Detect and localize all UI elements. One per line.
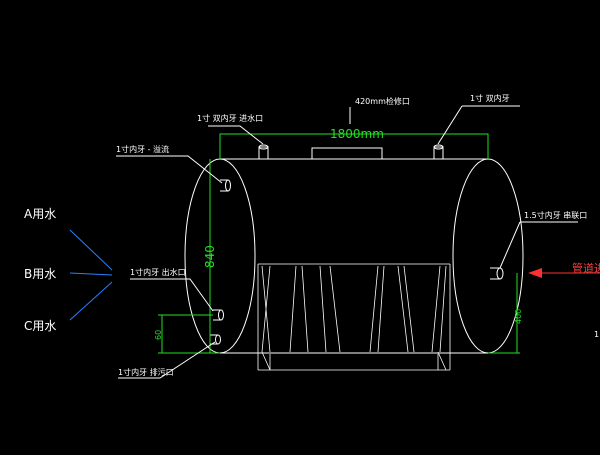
pipe-inlet-arrow <box>528 268 600 278</box>
user-c-label: C用水 <box>24 319 56 333</box>
left-top-nozzle <box>258 144 269 159</box>
user-lines <box>69 229 113 321</box>
user-a-line <box>69 229 113 271</box>
user-c-line <box>69 281 113 321</box>
right-offset-dim-line <box>488 273 520 354</box>
length-dim-line <box>219 133 489 159</box>
overflow-label: 1寸内牙 - 溢流 <box>116 144 169 154</box>
right-top-nozzle <box>433 144 444 159</box>
user-b-line <box>69 272 113 276</box>
support-frame <box>257 263 451 371</box>
series-port-label: 1.5寸内牙 串联口 <box>524 210 587 220</box>
tank-body <box>184 144 524 354</box>
edge-mark: 1. <box>594 330 600 339</box>
right-port-label: 1寸 双内牙 <box>470 93 510 103</box>
series-port-nozzle <box>490 267 504 280</box>
tank-right-end <box>452 158 524 354</box>
manhole-label: 420mm检修口 <box>355 96 410 106</box>
left-inlet-label: 1寸 双内牙 进水口 <box>197 113 263 123</box>
pipe-inlet-label: 管道进 <box>572 261 600 275</box>
manhole <box>311 147 383 160</box>
leader-lines <box>116 105 578 379</box>
outlet-offset-dimension: 60 <box>154 330 163 340</box>
tank-left-end <box>184 158 256 354</box>
length-dimension: 1800mm <box>330 127 384 141</box>
height-dimension: 840 <box>203 245 217 268</box>
outlet-label: 1寸内牙 出水口 <box>130 267 186 277</box>
outlet-nozzle <box>213 309 224 321</box>
overflow-nozzle <box>220 179 231 192</box>
drain-label: 1寸内牙 排污口 <box>118 367 174 377</box>
outlet-offset-dim-line <box>158 314 220 354</box>
user-a-label: A用水 <box>24 207 56 221</box>
user-b-label: B用水 <box>24 267 56 281</box>
drain-nozzle <box>210 334 221 345</box>
right-offset-dimension: 400 <box>514 309 523 324</box>
dimension-lines <box>158 133 520 354</box>
